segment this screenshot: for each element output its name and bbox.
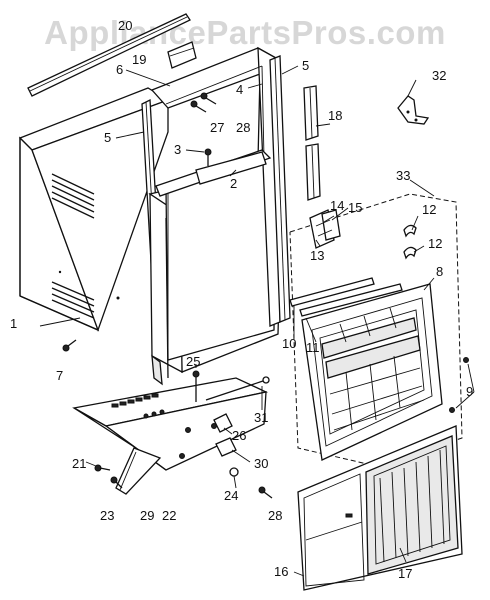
callout-15: 15 xyxy=(348,200,362,215)
callout-25: 25 xyxy=(186,354,200,369)
callout-32: 32 xyxy=(432,68,446,83)
callout-28-bottom: 28 xyxy=(268,508,282,523)
callout-23: 23 xyxy=(100,508,114,523)
callout-16: 16 xyxy=(274,564,288,579)
callout-1: 1 xyxy=(10,316,17,331)
callout-6: 6 xyxy=(116,62,123,77)
callout-33: 33 xyxy=(396,168,410,183)
cabinet-louvre xyxy=(51,173,95,319)
latch-bracket-part xyxy=(309,209,341,249)
top-rail-part xyxy=(27,13,191,97)
clip-12-part xyxy=(403,224,417,260)
callout-5-left: 5 xyxy=(104,130,111,145)
support-leg-part xyxy=(115,447,162,495)
grille-frame-part xyxy=(301,283,443,461)
bracket-30-part xyxy=(215,437,237,457)
front-frame-part xyxy=(150,46,281,361)
seal-strip-part xyxy=(303,85,321,201)
mounting-bracket-part xyxy=(397,95,430,125)
callout-30: 30 xyxy=(254,456,268,471)
screw-3 xyxy=(204,148,212,166)
kit-outline xyxy=(289,193,463,467)
callout-4: 4 xyxy=(236,82,243,97)
callout-labels: 1 2 3 4 5 5 6 7 8 9 10 11 12 12 13 14 15… xyxy=(10,18,473,581)
screw-25 xyxy=(192,370,200,402)
rail-11-part xyxy=(299,283,403,317)
leader-lines xyxy=(39,65,475,577)
callout-12-lower: 12 xyxy=(428,236,442,251)
right-side-strip-part xyxy=(269,55,291,323)
callout-12-upper: 12 xyxy=(422,202,436,217)
callout-17: 17 xyxy=(398,566,412,581)
screw-28-bottom xyxy=(258,486,273,499)
screw-23 xyxy=(110,476,123,489)
callout-8: 8 xyxy=(436,264,443,279)
rod-31-part xyxy=(205,376,270,401)
cabinet-part xyxy=(18,87,170,332)
nut-24-part xyxy=(229,467,239,477)
callout-27: 27 xyxy=(210,120,224,135)
callout-14: 14 xyxy=(330,198,344,213)
callout-21: 21 xyxy=(72,456,86,471)
callout-28-top: 28 xyxy=(236,120,250,135)
callout-22: 22 xyxy=(162,508,176,523)
screw-21 xyxy=(94,464,111,472)
callout-24: 24 xyxy=(224,488,238,503)
rail-10-part xyxy=(289,277,375,307)
callout-29: 29 xyxy=(140,508,154,523)
screw-28-top xyxy=(200,92,217,105)
top-bracket-part xyxy=(167,41,197,69)
callout-18: 18 xyxy=(328,108,342,123)
callout-10: 10 xyxy=(282,336,296,351)
control-buttons xyxy=(111,393,165,419)
callout-11: 11 xyxy=(306,340,320,355)
callout-19: 19 xyxy=(132,52,146,67)
callout-20: 20 xyxy=(118,18,132,33)
bracket-26-part xyxy=(213,413,233,433)
callout-31: 31 xyxy=(254,410,268,425)
callout-13: 13 xyxy=(310,248,324,263)
base-pan-part xyxy=(72,377,269,471)
callout-5-right: 5 xyxy=(302,58,309,73)
callout-9: 9 xyxy=(466,384,473,399)
callout-26: 26 xyxy=(232,428,246,443)
callout-3: 3 xyxy=(174,142,181,157)
callout-7: 7 xyxy=(56,368,63,383)
top-bracket-2-part xyxy=(195,151,267,185)
screw-27 xyxy=(190,100,207,113)
front-panel-part xyxy=(297,425,463,591)
screw-7 xyxy=(62,339,77,352)
callout-2: 2 xyxy=(230,176,237,191)
